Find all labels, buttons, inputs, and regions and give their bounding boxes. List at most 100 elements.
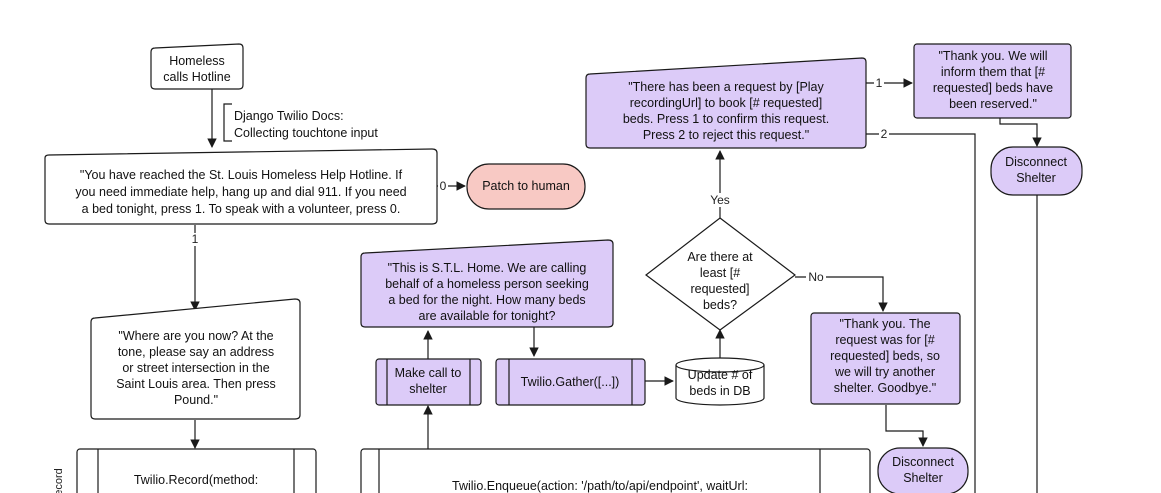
label-homeless-calls: Homeless calls Hotline bbox=[163, 54, 230, 84]
edge-label-bg-one bbox=[190, 233, 200, 246]
label-homeless-calls-line-2: calls Hotline bbox=[163, 70, 230, 84]
label-request-message-line-2: recordingUrl] to book [# requested] bbox=[630, 96, 822, 110]
label-django-note-line-1: Django Twilio Docs: bbox=[234, 109, 344, 123]
label-thank-you-inform-line-2: inform them that [# bbox=[941, 65, 1045, 79]
label-record-side: ecord bbox=[53, 468, 65, 493]
label-thank-you-try-line-2: request was for [# bbox=[835, 333, 934, 347]
edge-labels: 0 1 Yes No 1 2 bbox=[190, 76, 889, 284]
label-decision-line-3: requested] bbox=[690, 282, 749, 296]
label-where-are-you: "Where are you now? At the tone, please s… bbox=[116, 329, 276, 407]
label-django-note-line-2: Collecting touchtone input bbox=[234, 126, 378, 140]
labels: Homeless calls Hotline Django Twilio Docs… bbox=[53, 49, 1067, 493]
node-enqueue bbox=[360, 448, 871, 493]
node-disconnect-shelter-2 bbox=[877, 447, 969, 493]
label-thank-you-inform-line-4: been reserved." bbox=[949, 97, 1037, 111]
label-stl-home: "This is S.T.L. Home. We are calling beha… bbox=[385, 261, 589, 323]
edge-label-yes: Yes bbox=[710, 193, 730, 207]
edge-thankyou-to-disconnect bbox=[999, 118, 1042, 147]
label-request-message-line-4: Press 2 to reject this request." bbox=[643, 128, 809, 142]
label-request-message: "There has been a request by [Play record… bbox=[623, 80, 829, 142]
label-make-call-line-2: shelter bbox=[409, 382, 447, 396]
label-where-are-you-line-3: or street intersection in the bbox=[122, 361, 269, 375]
node-twilio-record bbox=[76, 448, 317, 493]
label-enqueue: Twilio.Enqueue(action: '/path/to/api/end… bbox=[452, 479, 748, 493]
node-thank-you-inform bbox=[913, 43, 1072, 119]
node-decision bbox=[645, 217, 797, 331]
edge-label-bg-zero bbox=[438, 180, 448, 193]
node-request-message bbox=[585, 57, 867, 149]
label-homeless-calls-line-1: Homeless bbox=[169, 54, 225, 68]
label-where-are-you-line-5: Pound." bbox=[174, 393, 218, 407]
label-thank-you-try: "Thank you. The request was for [# request… bbox=[830, 317, 940, 395]
label-thank-you-inform: "Thank you. We will inform them that [# re… bbox=[933, 49, 1053, 111]
label-request-message-line-1: "There has been a request by [Play bbox=[628, 80, 824, 94]
edge-label-confirm: 1 bbox=[876, 76, 883, 90]
label-thank-you-try-line-3: requested] beds, so bbox=[830, 349, 940, 363]
edge-label-bg-confirm bbox=[874, 77, 884, 90]
label-thank-you-try-line-5: shelter. Goodbye." bbox=[834, 381, 936, 395]
label-disconnect-2-line-1: Disconnect bbox=[892, 455, 954, 469]
label-update-db-line-1: Update # of bbox=[688, 368, 753, 382]
label-stl-home-line-4: are available for tonight? bbox=[419, 309, 556, 323]
label-thank-you-inform-line-3: requested] beds have bbox=[933, 81, 1053, 95]
label-gather: Twilio.Gather([...]) bbox=[521, 375, 620, 389]
label-update-db-line-2: beds in DB bbox=[689, 384, 750, 398]
label-request-message-line-3: beds. Press 1 to confirm this request. bbox=[623, 112, 829, 126]
label-disconnect-1-line-2: Shelter bbox=[1016, 171, 1056, 185]
label-decision: Are there at least [# requested] beds? bbox=[687, 250, 753, 312]
label-where-are-you-line-4: Saint Louis area. Then press bbox=[116, 377, 276, 391]
db-top bbox=[675, 357, 765, 373]
node-stl-home bbox=[360, 239, 614, 328]
label-disconnect-1-line-1: Disconnect bbox=[1005, 155, 1067, 169]
label-thank-you-inform-line-1: "Thank you. We will bbox=[938, 49, 1047, 63]
node-homeless-calls bbox=[150, 43, 244, 90]
edge-label-bg-yes bbox=[707, 193, 733, 207]
edge-label-bg-reject bbox=[879, 128, 889, 141]
edge-label-one: 1 bbox=[192, 232, 199, 246]
edge-label-no: No bbox=[808, 270, 824, 284]
label-hotline-message-line-1: "You have reached the St. Louis Homeless… bbox=[80, 168, 403, 182]
label-patch-to-human-line-1: Patch to human bbox=[482, 179, 570, 193]
label-stl-home-line-1: "This is S.T.L. Home. We are calling bbox=[388, 261, 587, 275]
label-thank-you-try-line-1: "Thank you. The bbox=[839, 317, 930, 331]
label-patch-to-human: Patch to human bbox=[482, 179, 570, 193]
nodes bbox=[44, 43, 1083, 493]
label-decision-line-4: beds? bbox=[703, 298, 737, 312]
label-disconnect-2-line-2: Shelter bbox=[903, 471, 943, 485]
node-thank-you-try bbox=[810, 312, 961, 405]
node-update-db bbox=[675, 365, 765, 406]
label-gather-line-1: Twilio.Gather([...]) bbox=[521, 375, 620, 389]
label-make-call-line-1: Make call to bbox=[395, 366, 462, 380]
label-thank-you-try-line-4: we will try another bbox=[834, 365, 935, 379]
edge-label-bg-no bbox=[806, 270, 826, 284]
node-disconnect-shelter-1 bbox=[990, 146, 1083, 196]
node-hotline-message bbox=[44, 148, 438, 225]
label-make-call: Make call to shelter bbox=[395, 366, 462, 396]
edge-try-to-disconnect bbox=[885, 405, 928, 447]
label-hotline-message-line-3: a bed tonight, press 1. To speak with a … bbox=[82, 202, 401, 216]
label-enqueue-line-1: Twilio.Enqueue(action: '/path/to/api/end… bbox=[452, 479, 748, 493]
label-stl-home-line-3: a bed for the night. How many beds bbox=[388, 293, 585, 307]
label-record-side-line-1: ecord bbox=[53, 468, 65, 493]
node-where-are-you bbox=[90, 298, 301, 420]
label-django-note: Django Twilio Docs: Collecting touchtone … bbox=[234, 109, 378, 140]
node-make-call bbox=[375, 358, 482, 406]
node-patch-to-human bbox=[466, 163, 586, 210]
label-decision-line-1: Are there at bbox=[687, 250, 753, 264]
label-decision-line-2: least [# bbox=[700, 266, 740, 280]
label-hotline-message-line-2: you need immediate help, hang up and dia… bbox=[75, 185, 406, 199]
node-gather bbox=[495, 358, 646, 406]
label-twilio-record-line-1: Twilio.Record(method: bbox=[134, 473, 258, 487]
label-where-are-you-line-2: tone, please say an address bbox=[118, 345, 274, 359]
label-where-are-you-line-1: "Where are you now? At the bbox=[118, 329, 273, 343]
label-twilio-record: Twilio.Record(method: bbox=[134, 473, 258, 487]
label-update-db: Update # of beds in DB bbox=[688, 368, 753, 398]
label-hotline-message: "You have reached the St. Louis Homeless… bbox=[75, 168, 406, 216]
edge-note-bracket bbox=[223, 103, 232, 142]
label-stl-home-line-2: behalf of a homeless person seeking bbox=[385, 277, 589, 291]
edge-label-reject: 2 bbox=[881, 127, 888, 141]
edge-request-reject bbox=[866, 133, 976, 493]
